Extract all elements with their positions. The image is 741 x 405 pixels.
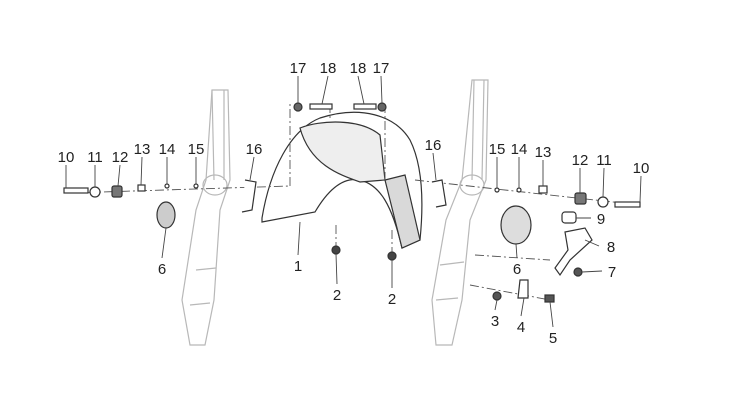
callout: 15 (188, 141, 205, 158)
callout: 14 (511, 141, 528, 158)
callout: 11 (87, 149, 103, 166)
callout: 4 (517, 319, 525, 336)
callout: 1 (294, 258, 302, 275)
callout: 2 (388, 291, 396, 308)
callout: 8 (607, 239, 615, 256)
callout: 2 (333, 287, 341, 304)
callout: 11 (596, 152, 612, 169)
callout: 18 (350, 60, 367, 77)
callout: 3 (491, 313, 499, 330)
callout: 5 (549, 330, 557, 347)
callout: 17 (373, 60, 390, 77)
callout: 13 (134, 141, 151, 158)
callout: 6 (513, 261, 521, 278)
axis-right (384, 104, 641, 301)
callout: 7 (608, 264, 616, 281)
callout: 10 (58, 149, 75, 166)
callout: 12 (112, 149, 129, 166)
callout: 16 (246, 141, 263, 158)
callout: 16 (425, 137, 442, 154)
callout: 18 (320, 60, 337, 77)
hardware (63, 102, 641, 303)
right-fork-leg (431, 79, 489, 346)
callout-labels: 17 18 18 17 10 11 12 13 14 15 16 16 15 1… (58, 60, 650, 347)
callout: 15 (489, 141, 506, 158)
callout: 17 (290, 60, 307, 77)
callout: 9 (597, 211, 605, 228)
callout: 10 (633, 160, 650, 177)
callout: 14 (159, 141, 176, 158)
callout: 13 (535, 144, 552, 161)
front-fender (261, 111, 423, 249)
callout: 6 (158, 261, 166, 278)
callout: 12 (572, 152, 589, 169)
left-fork-leg (181, 89, 231, 346)
